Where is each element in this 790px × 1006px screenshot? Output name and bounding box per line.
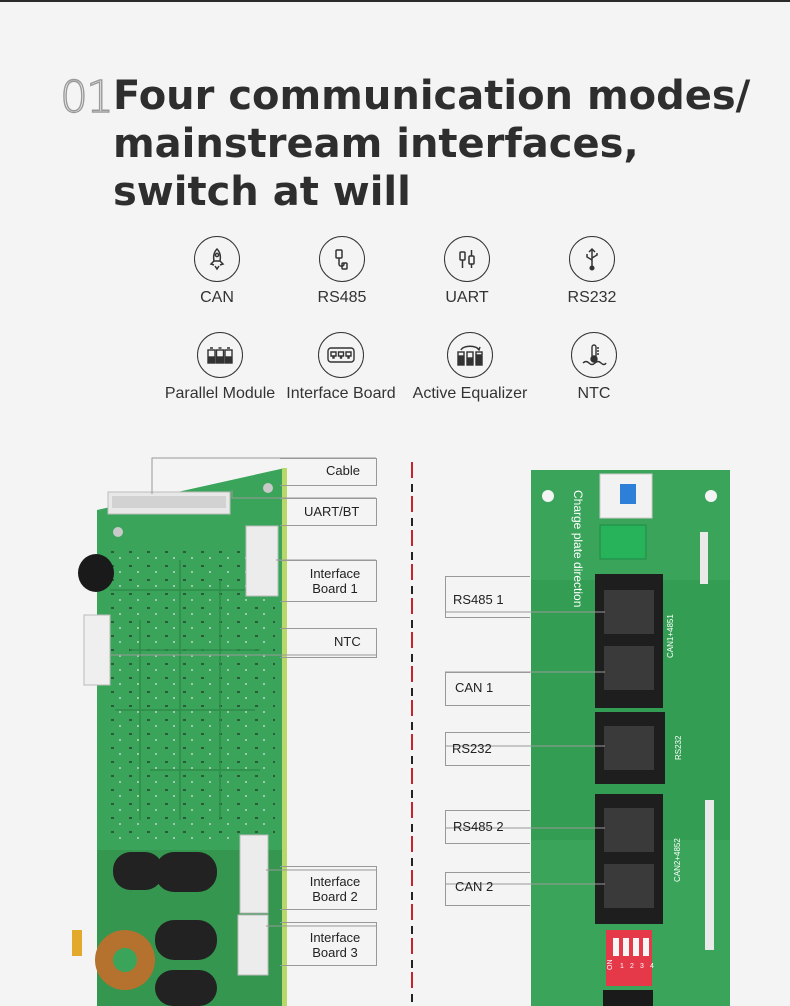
label-rs485-1: RS485 1 <box>453 592 504 607</box>
callout-interface-board-2 <box>280 866 377 910</box>
callout-interface-board-1 <box>280 560 377 602</box>
callout-rs485-1 <box>445 576 530 618</box>
top-border <box>0 0 790 2</box>
label-interface-board-3: Interface Board 3 <box>309 930 361 960</box>
label-interface-board-2: Interface Board 2 <box>309 874 361 904</box>
callout-cable <box>280 458 377 486</box>
callout-can-1 <box>445 672 530 706</box>
dip-num-4: 4 <box>650 963 654 970</box>
can1-silk: CAN1+4851 <box>666 614 675 658</box>
usb-icon <box>569 236 615 282</box>
dip-num-3: 3 <box>640 963 644 970</box>
left-pcb-board <box>72 468 287 1006</box>
charge-direction-text: Charge plate direction <box>571 490 585 607</box>
interface-ports-icon <box>318 332 364 378</box>
rocket-icon <box>194 236 240 282</box>
rs232-silk: RS232 <box>674 735 683 760</box>
feature-label: CAN <box>200 289 234 306</box>
right-pcb-board: Charge plate direction CAN1+4851 RS232 C… <box>531 470 730 1006</box>
label-rs232: RS232 <box>452 741 492 756</box>
feature-label: NTC <box>577 385 611 402</box>
feature-can: CAN <box>152 236 282 307</box>
section-title: Four communication modes/ mainstream int… <box>113 73 751 215</box>
feature-uart: UART <box>402 236 532 307</box>
label-uart-bt: UART/BT <box>304 504 360 519</box>
callout-rs485-2 <box>445 810 530 844</box>
dip-num-1: 1 <box>620 963 624 970</box>
label-interface-board-1: Interface Board 1 <box>309 566 361 596</box>
thermometer-icon <box>571 332 617 378</box>
feature-parallel-module: Parallel Module <box>155 332 285 403</box>
battery-modules-icon <box>197 332 243 378</box>
label-ntc: NTC <box>334 634 361 649</box>
feature-rs232: RS232 <box>527 236 657 307</box>
dip-on-silk: ON <box>607 960 614 971</box>
can2-silk: CAN2+4852 <box>673 838 682 882</box>
label-rs485-2: RS485 2 <box>453 819 504 834</box>
feature-label: Parallel Module <box>164 385 276 402</box>
feature-interface-board: Interface Board <box>276 332 406 403</box>
feature-label: Active Equalizer <box>412 385 528 402</box>
callout-interface-board-3 <box>280 922 377 966</box>
rs485-connector-icon <box>319 236 365 282</box>
pcb-illustrations: Charge plate direction CAN1+4851 RS232 C… <box>72 457 730 1006</box>
label-can-2: CAN 2 <box>455 879 494 894</box>
callout-rs232 <box>445 732 530 766</box>
callout-ntc <box>280 628 377 658</box>
dip-num-2: 2 <box>630 963 634 970</box>
callout-uart <box>280 498 377 526</box>
feature-label: Interface Board <box>286 385 396 402</box>
feature-label: RS232 <box>567 289 617 306</box>
feature-active-equalizer: Active Equalizer <box>405 332 535 403</box>
feature-rs485: RS485 <box>277 236 407 307</box>
label-can-1: CAN 1 <box>455 680 494 695</box>
uart-plug-icon <box>444 236 490 282</box>
feature-ntc: NTC <box>529 332 659 403</box>
equalizer-icon <box>447 332 493 378</box>
label-cable: Cable <box>326 463 360 478</box>
callout-can-2 <box>445 872 530 906</box>
feature-label: UART <box>445 289 489 306</box>
feature-label: RS485 <box>317 289 367 306</box>
section-number: 01 <box>59 71 114 123</box>
